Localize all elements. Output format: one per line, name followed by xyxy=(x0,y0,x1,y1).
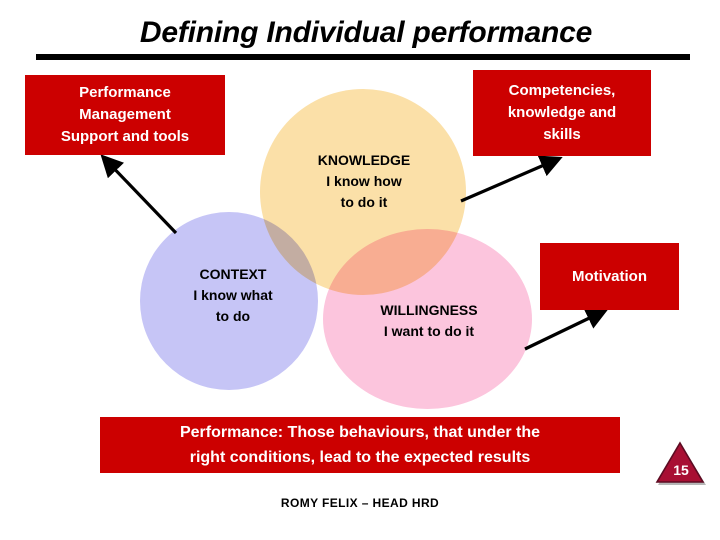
triangle-badge-icon xyxy=(655,441,706,485)
title-divider xyxy=(36,54,690,60)
page-number: 15 xyxy=(673,462,689,478)
callout-performance-management: Performance Management Support and tools xyxy=(25,75,225,155)
footer-credit: ROMY FELIX – HEAD HRD xyxy=(280,496,440,510)
performance-definition-banner: Performance: Those behaviours, that unde… xyxy=(100,417,620,473)
circle-context xyxy=(140,212,318,390)
page-number-badge: 15 xyxy=(655,440,707,488)
callout-competencies: Competencies, knowledge and skills xyxy=(473,70,651,156)
circle-willingness xyxy=(323,229,532,409)
page-title: Defining Individual performance xyxy=(139,16,593,49)
label-context: CONTEXT I know what to do xyxy=(193,266,273,324)
label-knowledge: KNOWLEDGE I know how to do it xyxy=(317,152,411,210)
label-willingness: WILLINGNESS I want to do it xyxy=(380,302,478,339)
callout-motivation: Motivation xyxy=(540,243,679,310)
